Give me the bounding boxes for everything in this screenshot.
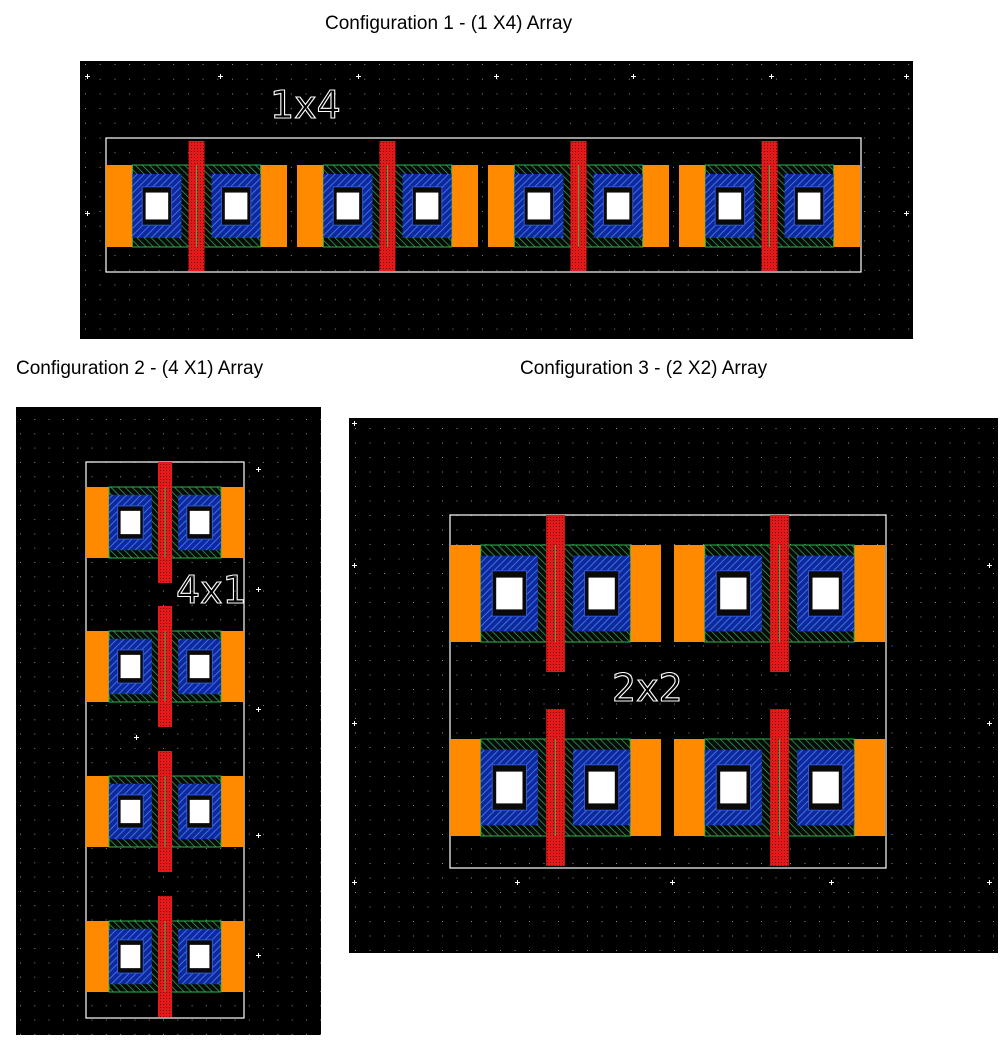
diffusion-right (854, 739, 885, 836)
transistor-cell (86, 896, 244, 1017)
diffusion-right (630, 545, 661, 642)
contact-right (224, 192, 248, 220)
diffusion-right (854, 545, 885, 642)
contact-right (189, 944, 210, 969)
contact-left (718, 192, 742, 220)
diffusion-left (674, 545, 705, 642)
diffusion-right (260, 165, 287, 247)
grid-markers (352, 421, 992, 885)
array-boundary (449, 514, 887, 869)
diffusion-left (450, 739, 481, 836)
config-1-layout-canvas: 1x4 (80, 61, 913, 339)
contact-right (797, 192, 821, 220)
contact-right (606, 192, 630, 220)
config-2-layout-panel: 4x1 (16, 407, 321, 1035)
config-1-array-label: 1x4 (270, 83, 341, 127)
contact-left (120, 944, 141, 969)
transistor-cell (488, 141, 669, 271)
contact-left (527, 192, 551, 220)
contact-left (720, 771, 747, 804)
config-1-layout-panel: 1x4 (80, 61, 913, 339)
transistor-cell (674, 709, 885, 866)
contact-right (189, 510, 210, 535)
diffusion-right (642, 165, 669, 247)
diffusion-left (297, 165, 324, 247)
contact-left (120, 799, 141, 824)
diffusion-right (220, 776, 244, 847)
diffusion-right (451, 165, 478, 247)
diffusion-left (674, 739, 705, 836)
contact-right (415, 192, 439, 220)
contact-right (588, 577, 615, 610)
transistor-cell (674, 515, 885, 672)
contact-right (812, 577, 839, 610)
diffusion-right (833, 165, 860, 247)
grid-markers (134, 467, 261, 958)
diffusion-left (450, 545, 481, 642)
config-3-array-label: 2x2 (612, 666, 683, 710)
config-1-caption: Configuration 1 - (1 X4) Array (325, 13, 573, 34)
config-2-array-label: 4x1 (176, 568, 247, 612)
transistor-cell (297, 141, 478, 271)
transistor-cell (86, 462, 244, 583)
contact-right (812, 771, 839, 804)
diffusion-left (679, 165, 706, 247)
contact-left (145, 192, 169, 220)
diffusion-left (86, 921, 110, 992)
transistor-cell (679, 141, 860, 271)
contact-right (189, 654, 210, 679)
diffusion-left (86, 631, 110, 702)
config-3-layout-canvas: 2x2 (349, 418, 998, 953)
contact-left (720, 577, 747, 610)
contact-left (120, 510, 141, 535)
contact-left (120, 654, 141, 679)
diffusion-right (630, 739, 661, 836)
config-2-caption: Configuration 2 - (4 X1) Array (16, 358, 264, 379)
config-2-layout-canvas: 4x1 (16, 407, 321, 1035)
diffusion-right (220, 487, 244, 558)
config-3-layout-panel: 2x2 (349, 418, 998, 953)
contact-left (496, 771, 523, 804)
diffusion-left (86, 487, 110, 558)
transistor-cell (86, 751, 244, 872)
transistor-cell (106, 141, 287, 271)
contact-right (189, 799, 210, 824)
transistor-cell (450, 515, 661, 672)
contact-left (336, 192, 360, 220)
contact-right (588, 771, 615, 804)
diffusion-right (220, 631, 244, 702)
contact-left (496, 577, 523, 610)
diffusion-right (220, 921, 244, 992)
diffusion-left (86, 776, 110, 847)
config-3-caption: Configuration 3 - (2 X2) Array (520, 358, 768, 379)
transistor-cell (86, 606, 244, 727)
diffusion-left (488, 165, 515, 247)
diffusion-left (106, 165, 133, 247)
transistor-cell (450, 709, 661, 866)
